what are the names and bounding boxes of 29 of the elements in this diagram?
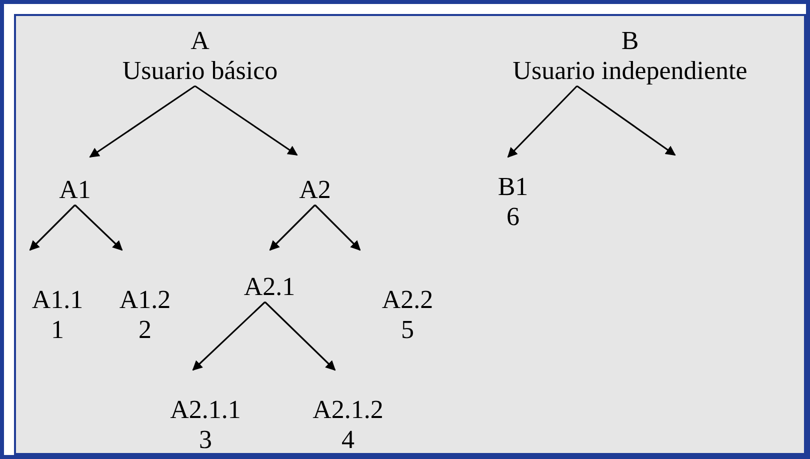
level-number: 2 (138, 315, 152, 345)
node-title: A2 (299, 175, 331, 205)
node-title: A (190, 26, 210, 56)
level-number: 1 (51, 315, 64, 345)
arrow (89, 85, 196, 158)
node-title: A2.1.2 (312, 395, 384, 425)
node-subtitle: Usuario básico (122, 56, 278, 86)
node-title: A2.1 (244, 272, 296, 302)
arrow (314, 204, 361, 251)
node-title: A1 (59, 175, 91, 205)
level-number: 3 (199, 425, 212, 455)
node-title: A2.1.1 (170, 395, 241, 425)
node-title: B1 (498, 172, 528, 202)
arrow (269, 204, 316, 251)
node-title: B (621, 26, 639, 56)
arrow (29, 204, 76, 251)
level-number: 5 (401, 315, 414, 345)
arrow (507, 85, 578, 158)
arrow (192, 301, 266, 371)
node-title: A1.1 (32, 285, 84, 315)
node-subtitle: Usuario independiente (512, 56, 748, 86)
arrow (74, 204, 123, 251)
node-title: A2.2 (382, 285, 434, 315)
arrow (576, 85, 676, 156)
arrow (194, 85, 298, 156)
level-number: 6 (506, 202, 520, 232)
arrow (264, 301, 336, 371)
node-title: A1.2 (119, 285, 171, 315)
level-number: 4 (342, 425, 354, 455)
